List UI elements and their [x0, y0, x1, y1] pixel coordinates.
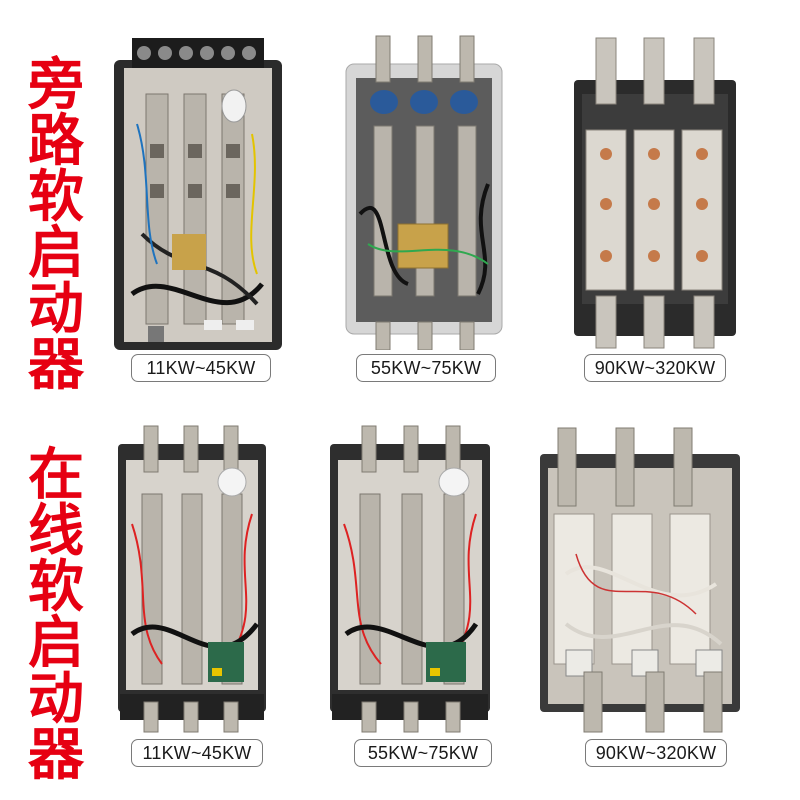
bypass-starter-large-photo	[570, 34, 740, 350]
model-range-caption: 55KW~75KW	[354, 739, 492, 767]
title-char: 器	[28, 723, 84, 788]
online-starter-large-photo	[536, 424, 744, 734]
bypass-starter-small-photo	[112, 34, 284, 350]
bypass-starter-medium-photo	[338, 34, 510, 350]
model-range-caption: 90KW~320KW	[585, 739, 727, 767]
online-starter-medium-photo	[326, 424, 494, 734]
title-char: 路	[28, 109, 84, 174]
title-char: 启	[28, 611, 84, 676]
model-range-caption: 55KW~75KW	[356, 354, 496, 382]
title-char: 线	[28, 499, 84, 564]
title-char: 在	[28, 443, 84, 508]
title-char: 动	[28, 277, 84, 342]
title-char: 器	[28, 333, 84, 398]
online-soft-starter-title: 在 线 软 启 动 器	[16, 448, 96, 784]
online-starter-small-photo	[112, 424, 272, 734]
title-char: 软	[28, 165, 84, 230]
title-char: 软	[28, 555, 84, 620]
title-char: 动	[28, 667, 84, 732]
model-range-caption: 11KW~45KW	[131, 354, 271, 382]
title-char: 旁	[28, 53, 84, 118]
model-range-caption: 90KW~320KW	[584, 354, 726, 382]
model-range-caption: 11KW~45KW	[131, 739, 263, 767]
title-char: 启	[28, 221, 84, 286]
bypass-soft-starter-title: 旁 路 软 启 动 器	[16, 58, 96, 394]
